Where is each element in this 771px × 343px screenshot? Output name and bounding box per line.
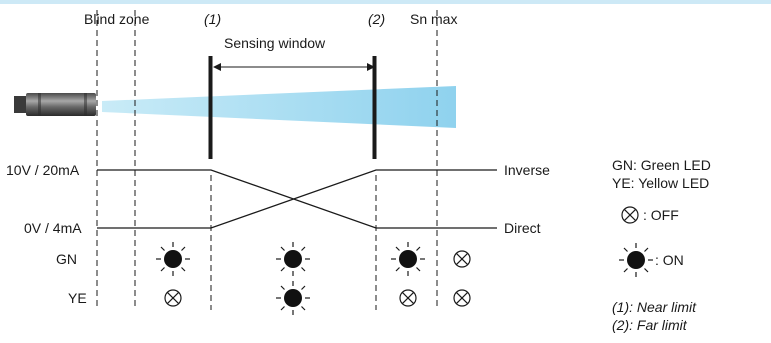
inverse-output-line [97, 169, 497, 229]
ye-row-label: YE [68, 290, 87, 306]
inverse-label: Inverse [504, 162, 550, 178]
gn-led-on-icon [156, 242, 190, 276]
legend-near-limit: (1): Near limit [612, 299, 697, 315]
sensor-icon [14, 93, 96, 116]
sensing-window-arrow [213, 63, 375, 71]
direct-label: Direct [504, 220, 541, 236]
legend-far-limit: (2): Far limit [612, 317, 688, 333]
gn-led-off-icon [453, 250, 471, 268]
ye-led-off-icon [164, 289, 182, 307]
ye-led-off-icon [453, 289, 471, 307]
legend-off-label: : OFF [643, 207, 679, 223]
off-symbol-icon [621, 206, 639, 224]
led-indicators [156, 242, 471, 315]
legend-ye: YE: Yellow LED [612, 175, 709, 191]
near-limit-bar [208, 56, 213, 159]
gn-row-label: GN [56, 251, 77, 267]
ye-led-on-icon [276, 281, 310, 315]
legend-off-icon [621, 206, 639, 224]
on-symbol-icon [619, 243, 653, 277]
near-limit-marker: (1) [204, 11, 221, 27]
top-bar [0, 0, 771, 4]
low-level-label: 0V / 4mA [24, 220, 82, 236]
legend-on-label: : ON [655, 252, 684, 268]
sensing-window-label: Sensing window [224, 35, 326, 51]
ye-led-off-icon [399, 289, 417, 307]
blind-zone-label: Blind zone [84, 11, 150, 27]
signal-lines [97, 169, 497, 229]
far-limit-bar [372, 56, 377, 159]
legend-gn: GN: Green LED [612, 157, 711, 173]
sn-max-label: Sn max [410, 11, 457, 27]
gn-led-on-icon [276, 242, 310, 276]
light-beam [102, 86, 456, 128]
zone-dividers [96, 10, 438, 310]
far-limit-marker: (2) [368, 11, 385, 27]
legend-on-icon [619, 243, 653, 277]
direct-output-line [97, 169, 497, 229]
gn-led-on-icon [391, 242, 425, 276]
high-level-label: 10V / 20mA [6, 162, 80, 178]
